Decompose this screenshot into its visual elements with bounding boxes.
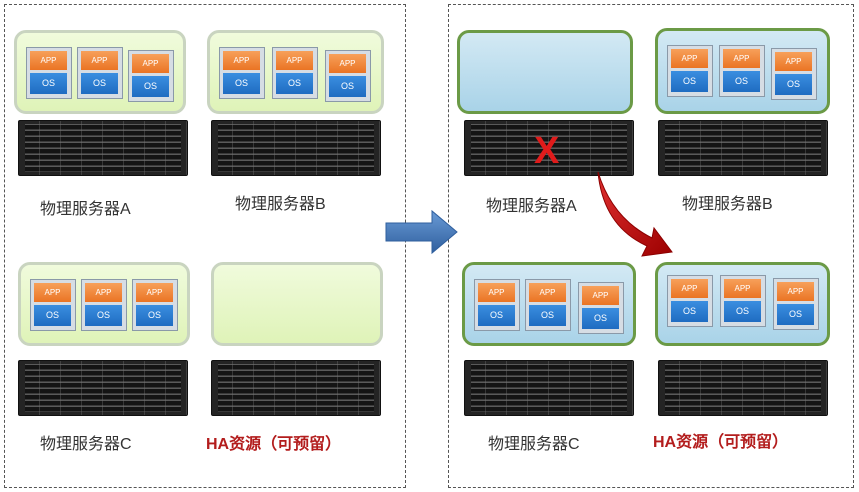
vm: APP OS [77, 47, 123, 99]
os-block: OS [671, 71, 708, 92]
vm: APP OS [81, 279, 127, 331]
app-block: APP [329, 54, 366, 73]
os-block: OS [724, 301, 761, 322]
os-block: OS [775, 74, 812, 95]
vm-tray-server-c: APP OS APP OS APP OS [18, 262, 190, 346]
vm: APP OS [719, 45, 765, 97]
ha-resource-label: HA资源（可预留） [206, 436, 342, 453]
app-block: APP [723, 49, 760, 68]
physical-server-ha [658, 360, 828, 416]
app-block: APP [136, 283, 173, 302]
ha-resource-tray: APP OS APP OS APP OS [655, 262, 830, 346]
app-block: APP [529, 283, 566, 302]
app-block: APP [34, 283, 71, 302]
app-block: APP [724, 279, 761, 298]
os-block: OS [223, 73, 260, 94]
vm: APP OS [773, 278, 819, 330]
server-a-label: 物理服务器A [40, 201, 131, 218]
os-block: OS [85, 305, 122, 326]
vm: APP OS [720, 275, 766, 327]
physical-server-ha [211, 360, 381, 416]
failure-x-icon: X [534, 130, 560, 172]
server-b-label: 物理服务器B [235, 196, 326, 213]
app-block: APP [132, 54, 169, 73]
vm-tray-server-a-failed [457, 30, 633, 114]
os-block: OS [34, 305, 71, 326]
physical-server-c [464, 360, 634, 416]
physical-server-a [18, 120, 188, 176]
os-block: OS [276, 73, 313, 94]
app-block: APP [30, 51, 67, 70]
ha-resource-tray [211, 262, 383, 346]
vm-tray-server-a: APP OS APP OS APP OS [14, 30, 186, 114]
vm: APP OS [578, 282, 624, 334]
vm-tray-server-c: APP OS APP OS APP OS [462, 262, 636, 346]
os-block: OS [329, 76, 366, 97]
app-block: APP [85, 283, 122, 302]
os-block: OS [81, 73, 118, 94]
os-block: OS [478, 305, 515, 326]
vm: APP OS [272, 47, 318, 99]
app-block: APP [478, 283, 515, 302]
app-block: APP [671, 279, 708, 298]
app-block: APP [777, 282, 814, 301]
os-block: OS [529, 305, 566, 326]
vm: APP OS [525, 279, 571, 331]
vm-tray-server-b: APP OS APP OS APP OS [655, 28, 830, 114]
server-c-label: 物理服务器C [488, 436, 580, 453]
app-block: APP [671, 49, 708, 68]
server-c-label: 物理服务器C [40, 436, 132, 453]
app-block: APP [223, 51, 260, 70]
vm: APP OS [325, 50, 371, 102]
os-block: OS [777, 304, 814, 325]
os-block: OS [582, 308, 619, 329]
os-block: OS [671, 301, 708, 322]
os-block: OS [136, 305, 173, 326]
vm: APP OS [128, 50, 174, 102]
vm: APP OS [474, 279, 520, 331]
server-b-label: 物理服务器B [682, 196, 773, 213]
app-block: APP [775, 52, 812, 71]
vm: APP OS [667, 275, 713, 327]
vm: APP OS [667, 45, 713, 97]
vm-tray-server-b: APP OS APP OS APP OS [207, 30, 384, 114]
vm: APP OS [26, 47, 72, 99]
app-block: APP [276, 51, 313, 70]
physical-server-b [658, 120, 828, 176]
physical-server-b [211, 120, 381, 176]
os-block: OS [30, 73, 67, 94]
os-block: OS [723, 71, 760, 92]
vm: APP OS [30, 279, 76, 331]
physical-server-a [464, 120, 634, 176]
vm: APP OS [771, 48, 817, 100]
ha-resource-label: HA资源（可预留） [653, 434, 789, 451]
physical-server-c [18, 360, 188, 416]
vm: APP OS [132, 279, 178, 331]
app-block: APP [81, 51, 118, 70]
server-a-label: 物理服务器A [486, 198, 577, 215]
app-block: APP [582, 286, 619, 305]
vm: APP OS [219, 47, 265, 99]
os-block: OS [132, 76, 169, 97]
